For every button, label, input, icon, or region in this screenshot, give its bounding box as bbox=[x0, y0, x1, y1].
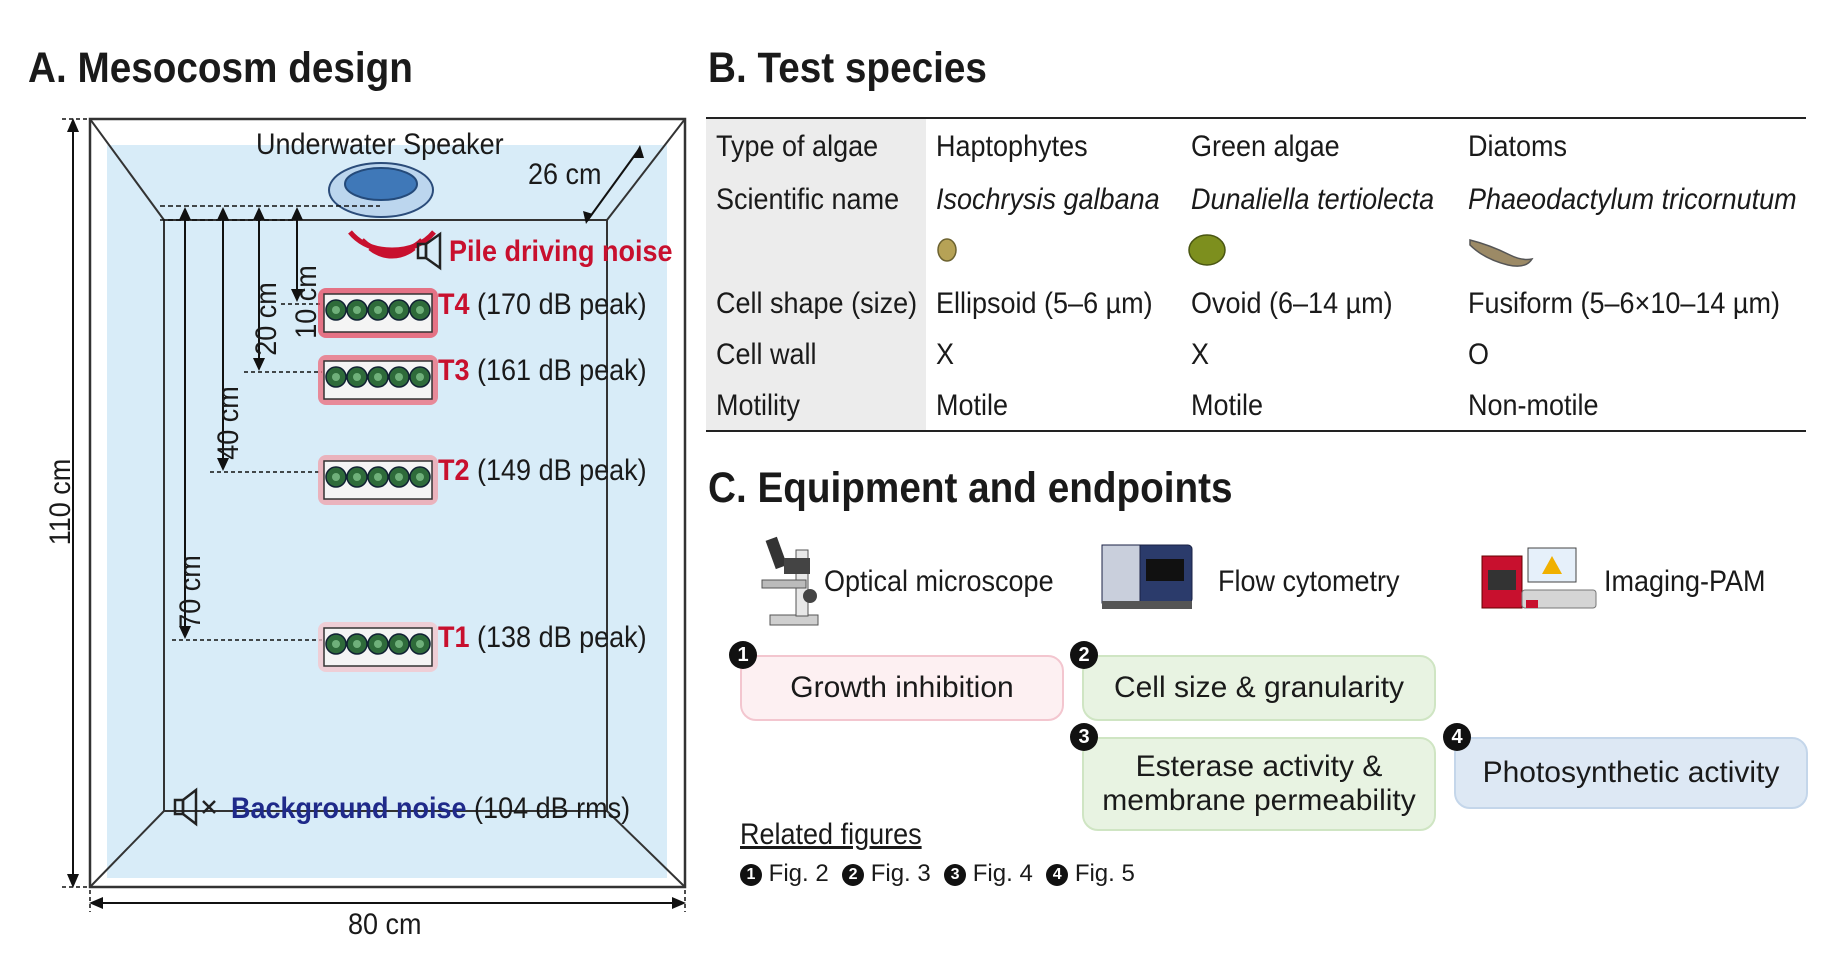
related-fig-2: Fig. 2 bbox=[768, 860, 829, 887]
cell-type-3: Diatoms bbox=[1468, 130, 1568, 163]
related-number-2: 2 bbox=[842, 863, 865, 886]
cell-type-2: Green algae bbox=[1191, 130, 1340, 163]
treatment-t4: T4 (170 dB peak) bbox=[438, 288, 647, 321]
row-label-type: Type of algae bbox=[716, 130, 879, 163]
cell-shape-1: Ellipsoid (5–6 µm) bbox=[936, 287, 1153, 320]
cell-type-1: Haptophytes bbox=[936, 130, 1088, 163]
row-label-scientific: Scientific name bbox=[716, 183, 900, 216]
related-fig-4: Fig. 4 bbox=[972, 860, 1033, 887]
rack-t4 bbox=[318, 288, 438, 338]
treatment-t2: T2 (149 dB peak) bbox=[438, 454, 647, 487]
isochrysis-cell-icon bbox=[937, 238, 957, 262]
rack-t1 bbox=[318, 622, 438, 672]
cell-sci-1: Isochrysis galbana bbox=[936, 183, 1160, 216]
dist-20-label: 20 cm bbox=[249, 282, 283, 356]
dist-10-label: 10 cm bbox=[289, 265, 323, 339]
cell-sci-2: Dunaliella tertiolecta bbox=[1191, 183, 1435, 216]
cell-motility-3: Non-motile bbox=[1468, 389, 1599, 422]
row-label-shape: Cell shape (size) bbox=[716, 287, 918, 320]
endpoint-growth-inhibition: Growth inhibition bbox=[740, 655, 1064, 721]
endpoint-photosynthetic: Photosynthetic activity bbox=[1454, 737, 1808, 809]
pile-noise-label: Pile driving noise bbox=[449, 235, 673, 268]
cell-motility-1: Motile bbox=[936, 389, 1009, 422]
panel-a-title: A. Mesocosm design bbox=[28, 44, 413, 92]
endpoint-cell-size: Cell size & granularity bbox=[1082, 655, 1436, 721]
cell-wall-3: O bbox=[1468, 338, 1490, 371]
related-figures-list: 1 Fig. 2 2 Fig. 3 3 Fig. 4 4 Fig. 5 bbox=[740, 860, 1135, 888]
rack-t3 bbox=[318, 355, 438, 405]
cell-motility-2: Motile bbox=[1191, 389, 1264, 422]
endpoint-number-1: 1 bbox=[729, 641, 757, 669]
cell-wall-2: X bbox=[1191, 338, 1210, 371]
endpoint-number-2: 2 bbox=[1070, 641, 1098, 669]
speaker-inner bbox=[344, 167, 418, 201]
flow-cytometer-icon bbox=[1101, 544, 1193, 609]
related-fig-5: Fig. 5 bbox=[1074, 860, 1135, 887]
endpoint-number-4: 4 bbox=[1443, 723, 1471, 751]
related-fig-3: Fig. 3 bbox=[870, 860, 931, 887]
phaeodactylum-cell-icon bbox=[1469, 239, 1534, 267]
table-bottom-rule bbox=[706, 430, 1806, 432]
algae-images bbox=[937, 234, 1534, 267]
treatment-t3: T3 (161 dB peak) bbox=[438, 354, 647, 387]
mesocosm-diagram bbox=[62, 117, 687, 912]
related-number-4: 4 bbox=[1046, 863, 1069, 886]
panel-b-title: B. Test species bbox=[708, 44, 987, 92]
tank-back-wall bbox=[163, 219, 608, 812]
height-label: 110 cm bbox=[44, 458, 78, 546]
dist-40-label: 40 cm bbox=[211, 386, 245, 460]
cell-wall-1: X bbox=[936, 338, 955, 371]
flask-racks bbox=[318, 288, 438, 672]
microscope-icon bbox=[761, 536, 819, 626]
mute-speaker-icon bbox=[173, 787, 216, 827]
related-figures-title: Related figures bbox=[740, 818, 922, 851]
dist-70-label: 70 cm bbox=[173, 555, 207, 629]
rack-t2 bbox=[318, 455, 438, 505]
table-label-column bbox=[706, 119, 926, 430]
table-top-rule bbox=[706, 117, 1806, 119]
tank-outer bbox=[88, 117, 687, 889]
speaker-label: Underwater Speaker bbox=[256, 128, 504, 161]
background-noise-label: Background noise (104 dB rms) bbox=[231, 792, 631, 825]
pile-driving-icon bbox=[348, 230, 442, 271]
endpoint-esterase: Esterase activity & membrane permeabilit… bbox=[1082, 737, 1436, 831]
equipment-flow-cytometry: Flow cytometry bbox=[1218, 565, 1400, 598]
equipment-imaging-pam: Imaging-PAM bbox=[1604, 565, 1766, 598]
related-number-3: 3 bbox=[944, 863, 967, 886]
treatment-t1: T1 (138 dB peak) bbox=[438, 621, 647, 654]
row-label-wall: Cell wall bbox=[716, 338, 817, 371]
imaging-pam-icon bbox=[1481, 547, 1597, 609]
row-label-motility: Motility bbox=[716, 389, 801, 422]
dunaliella-cell-icon bbox=[1188, 234, 1226, 266]
width-label: 80 cm bbox=[348, 908, 422, 941]
endpoint-number-3: 3 bbox=[1070, 723, 1098, 751]
cell-sci-3: Phaeodactylum tricornutum bbox=[1468, 183, 1797, 216]
depth-label: 26 cm bbox=[528, 158, 602, 191]
equipment-microscope: Optical microscope bbox=[824, 565, 1054, 598]
water-fill bbox=[107, 145, 667, 878]
related-number-1: 1 bbox=[740, 863, 762, 886]
cell-shape-2: Ovoid (6–14 µm) bbox=[1191, 287, 1393, 320]
cell-shape-3: Fusiform (5–6×10–14 µm) bbox=[1468, 287, 1780, 320]
panel-c-title: C. Equipment and endpoints bbox=[708, 464, 1233, 512]
